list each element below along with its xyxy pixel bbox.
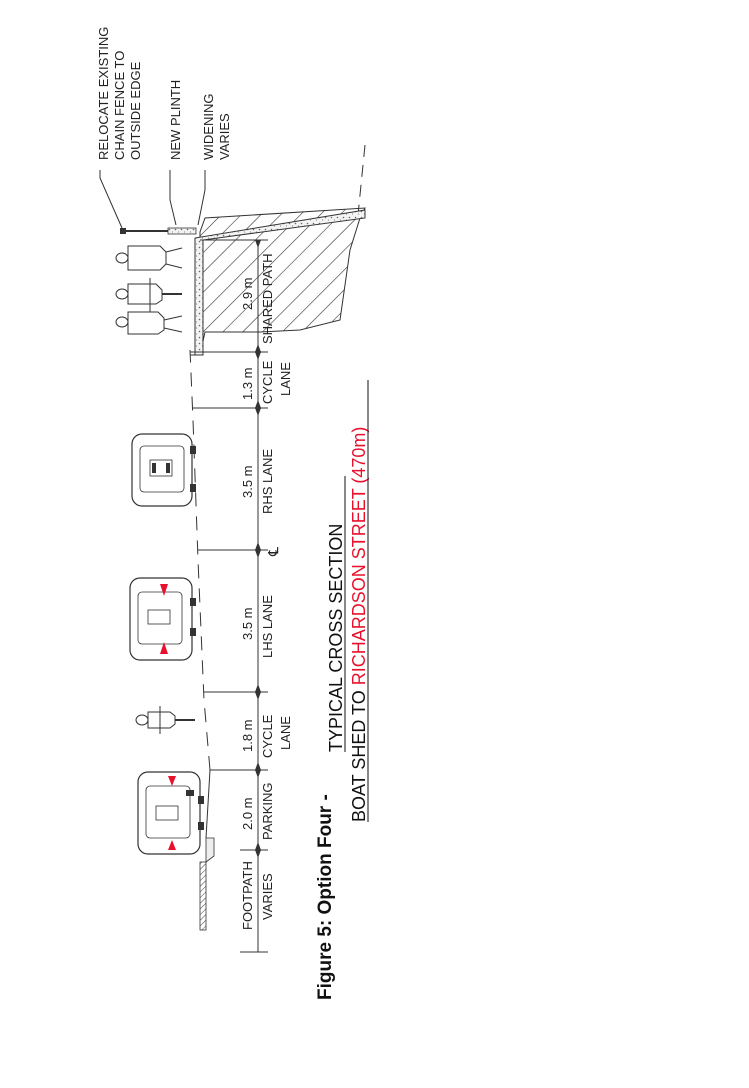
figure-caption: Figure 5: Option Four - TYPICAL CROSS SE… [315,380,369,1000]
dimension-line [190,239,268,953]
cycle-lane-right-label-line2: LANE [278,362,293,396]
plinth-callout: NEW PLINTH [168,80,183,160]
car-lhs-icon [129,577,196,661]
centreline-symbol: ℄ [265,547,281,557]
rhs-lane-label: RHS LANE [260,449,275,514]
shared-path-users-icon [115,245,183,335]
title-line2-start: BOAT SHED TO [349,685,369,822]
fence-callout-line3: OUTSIDE EDGE [128,61,143,160]
cycle-lane-right-label: CYCLE [260,360,275,404]
widening-callout-line1: WIDENING [201,94,216,160]
cycle-lane-left-label: CYCLE [260,714,275,758]
parking-width-value: 2.0 m [240,797,255,830]
shared-path-structure [120,207,366,356]
fence-callout-line2: CHAIN FENCE TO [112,51,127,160]
dimension-labels: FOOTPATH VARIES 2.0 m PARKING 1.8 m CYCL… [240,253,293,930]
cycle-lane-left-width-value: 1.8 m [240,719,255,752]
car-rhs-icon [131,433,196,507]
figure-title-line2: BOAT SHED TO RICHARDSON STREET (470m) [349,427,369,822]
callout-labels: RELOCATE EXISTING CHAIN FENCE TO OUTSIDE… [96,27,232,160]
widening-callout-line2: VARIES [217,113,232,160]
road-section-drawing: FOOTPATH VARIES 2.0 m PARKING 1.8 m CYCL… [96,27,366,953]
parking-label: PARKING [260,782,275,840]
shared-path-width-value: 2.9 m [240,277,255,310]
shared-path-label: SHARED PATH [260,253,275,344]
lhs-lane-width-value: 3.5 m [240,607,255,640]
cycle-lane-right-width-value: 1.3 m [240,367,255,400]
lhs-lane-label: LHS LANE [260,595,275,658]
figure-label: Figure 5: Option Four - [315,794,336,1000]
fence-callout-line1: RELOCATE EXISTING [96,27,111,160]
rhs-lane-width-value: 3.5 m [240,465,255,498]
cycle-lane-left-label-line2: LANE [278,716,293,750]
figure-title-line1: TYPICAL CROSS SECTION [326,524,346,752]
road-surface [189,144,366,771]
footpath-varies-label: VARIES [260,873,275,920]
parked-car-icon [137,771,204,855]
callout-leaders [99,170,206,229]
footpath-label: FOOTPATH [240,861,255,930]
title-line2-highlight: RICHARDSON STREET (470m) [349,427,369,686]
cyclist-left-icon [135,706,195,734]
footpath-kerb [199,769,215,931]
